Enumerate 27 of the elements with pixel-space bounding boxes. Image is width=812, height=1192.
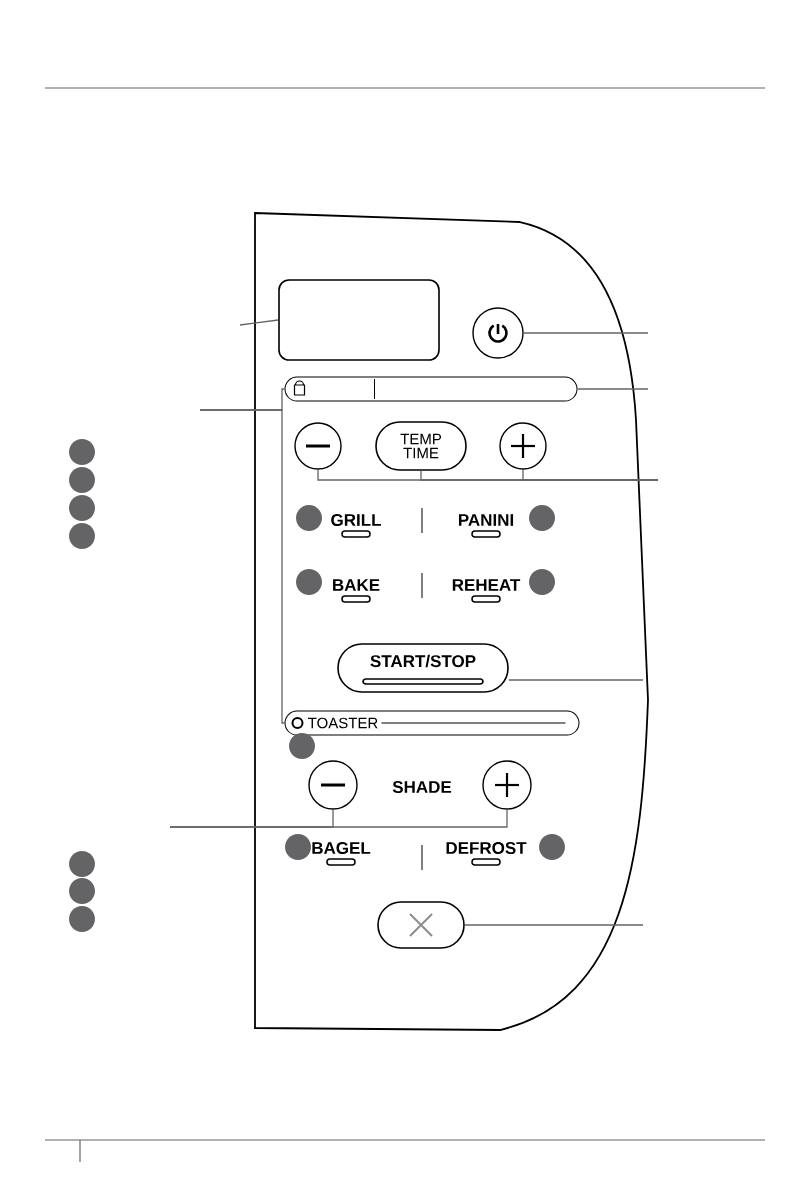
cancel-button [377, 901, 465, 949]
plus-button [499, 422, 547, 470]
button-label: BAKE [333, 579, 380, 591]
leader-line [169, 809, 508, 828]
leader-line [239, 319, 279, 326]
control-panel [254, 212, 649, 1031]
mode-bar [284, 376, 578, 402]
button-label: DEFROST [446, 842, 527, 855]
button-label: REHEAT [452, 579, 521, 591]
leader-line [576, 388, 649, 390]
leader-line [199, 409, 286, 724]
button-label: GRILL [331, 514, 381, 527]
minus-button [294, 422, 342, 470]
minus-button [308, 760, 358, 810]
button-label: PANINI [458, 514, 514, 526]
plus-button [482, 760, 532, 810]
button-label: SHADE [392, 781, 452, 794]
button-label: BAGEL [312, 842, 371, 855]
button: TEMP TIME [375, 421, 467, 471]
display-window [278, 279, 440, 361]
button: START/STOP [337, 643, 509, 693]
leader-line [522, 469, 659, 481]
leader-line [464, 924, 644, 926]
leader-line [508, 679, 644, 681]
mode-bar: TOASTER [284, 710, 580, 736]
power-button [472, 307, 524, 359]
leader-line [523, 332, 649, 334]
